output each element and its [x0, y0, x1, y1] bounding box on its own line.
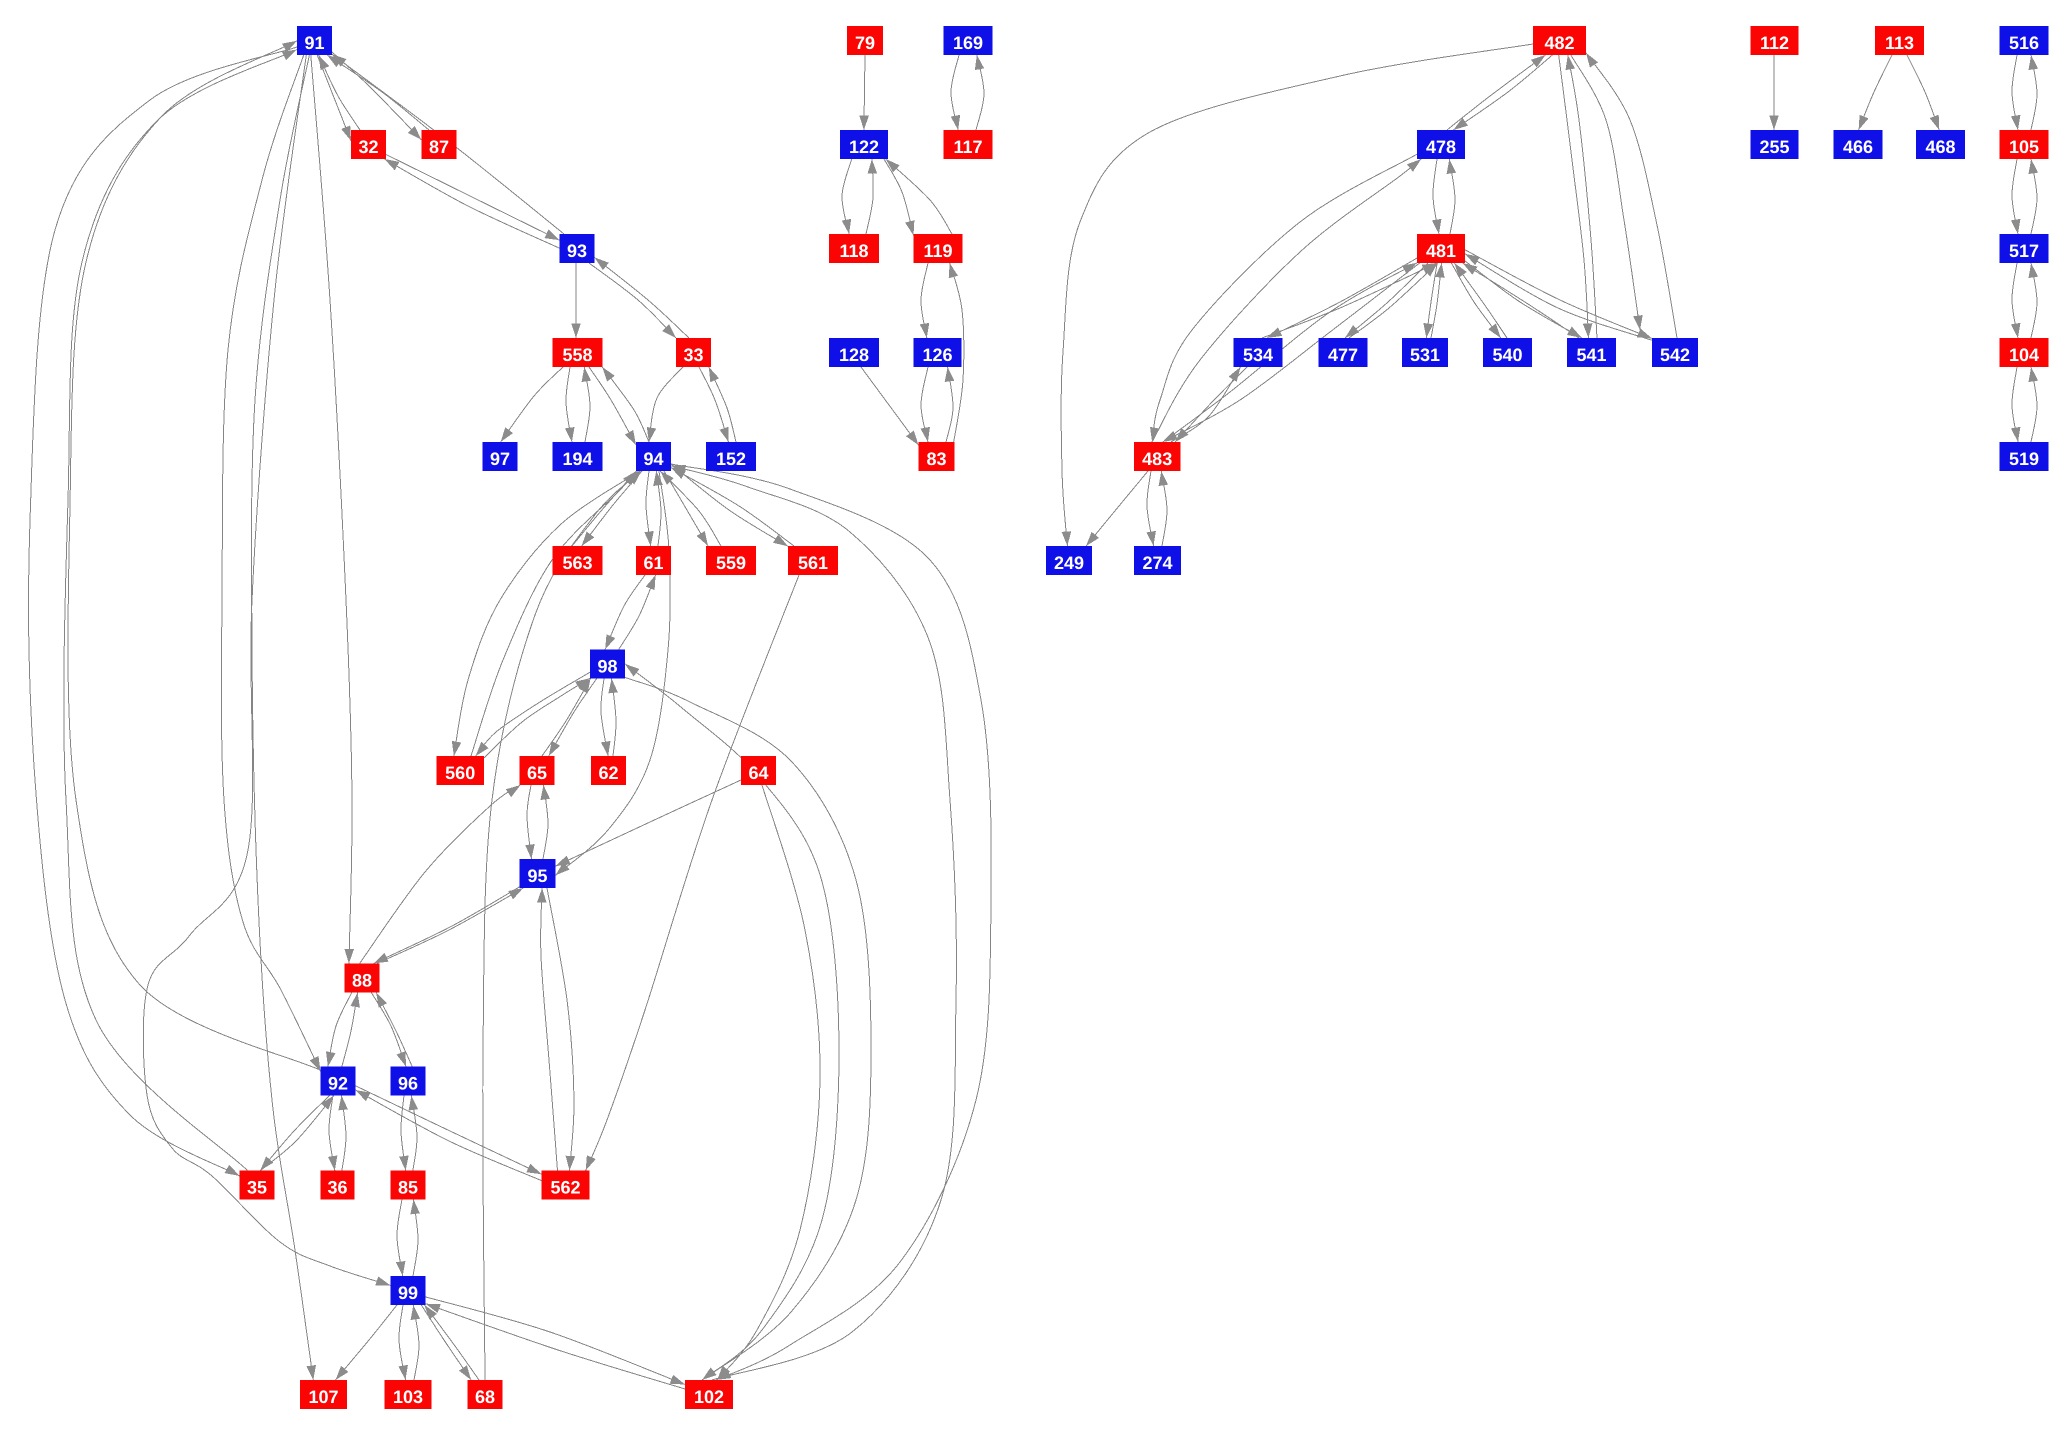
svg-text:91: 91 [304, 33, 324, 53]
svg-text:482: 482 [1544, 33, 1574, 53]
svg-text:562: 562 [550, 1178, 580, 1198]
svg-text:107: 107 [308, 1387, 338, 1407]
svg-text:274: 274 [1142, 553, 1172, 573]
svg-text:87: 87 [429, 137, 449, 157]
svg-text:36: 36 [327, 1178, 347, 1198]
svg-text:559: 559 [716, 553, 746, 573]
svg-text:194: 194 [562, 449, 592, 469]
svg-text:468: 468 [1925, 137, 1955, 157]
svg-text:117: 117 [953, 137, 982, 157]
svg-text:466: 466 [1843, 137, 1873, 157]
svg-text:560: 560 [445, 763, 475, 783]
svg-text:104: 104 [2009, 345, 2039, 365]
svg-text:483: 483 [1142, 449, 1172, 469]
svg-text:94: 94 [643, 449, 663, 469]
svg-text:95: 95 [527, 866, 547, 886]
svg-text:32: 32 [358, 137, 378, 157]
svg-text:122: 122 [849, 137, 879, 157]
svg-text:542: 542 [1660, 345, 1690, 365]
svg-text:519: 519 [2009, 449, 2039, 469]
svg-text:79: 79 [855, 33, 875, 53]
svg-text:128: 128 [839, 345, 869, 365]
svg-text:65: 65 [527, 763, 547, 783]
svg-text:93: 93 [567, 241, 587, 261]
svg-text:99: 99 [398, 1283, 418, 1303]
svg-text:516: 516 [2009, 33, 2039, 53]
svg-text:517: 517 [2009, 241, 2039, 261]
svg-text:83: 83 [926, 449, 946, 469]
svg-text:61: 61 [643, 553, 663, 573]
svg-text:477: 477 [1328, 345, 1358, 365]
svg-text:96: 96 [398, 1074, 418, 1094]
svg-text:126: 126 [922, 345, 952, 365]
svg-text:92: 92 [328, 1074, 348, 1094]
svg-text:561: 561 [798, 553, 828, 573]
svg-text:534: 534 [1243, 345, 1273, 365]
svg-text:88: 88 [352, 971, 372, 991]
svg-text:118: 118 [839, 241, 868, 261]
svg-text:97: 97 [490, 449, 510, 469]
svg-text:531: 531 [1410, 345, 1440, 365]
svg-text:563: 563 [562, 553, 592, 573]
svg-text:112: 112 [1760, 33, 1789, 53]
svg-text:255: 255 [1759, 137, 1789, 157]
svg-text:558: 558 [562, 345, 592, 365]
svg-text:33: 33 [683, 345, 703, 365]
svg-text:152: 152 [716, 449, 746, 469]
svg-text:478: 478 [1426, 137, 1456, 157]
svg-text:85: 85 [398, 1178, 418, 1198]
svg-text:98: 98 [597, 657, 617, 677]
svg-text:541: 541 [1576, 345, 1606, 365]
svg-text:35: 35 [247, 1178, 267, 1198]
svg-text:249: 249 [1054, 553, 1084, 573]
svg-text:68: 68 [475, 1387, 495, 1407]
svg-text:540: 540 [1492, 345, 1522, 365]
svg-text:113: 113 [1885, 33, 1914, 53]
svg-text:119: 119 [923, 241, 952, 261]
svg-text:64: 64 [748, 763, 768, 783]
svg-text:169: 169 [953, 33, 983, 53]
svg-text:105: 105 [2009, 137, 2039, 157]
svg-text:62: 62 [598, 763, 618, 783]
svg-text:103: 103 [393, 1387, 423, 1407]
svg-text:102: 102 [694, 1387, 724, 1407]
svg-text:481: 481 [1426, 241, 1456, 261]
